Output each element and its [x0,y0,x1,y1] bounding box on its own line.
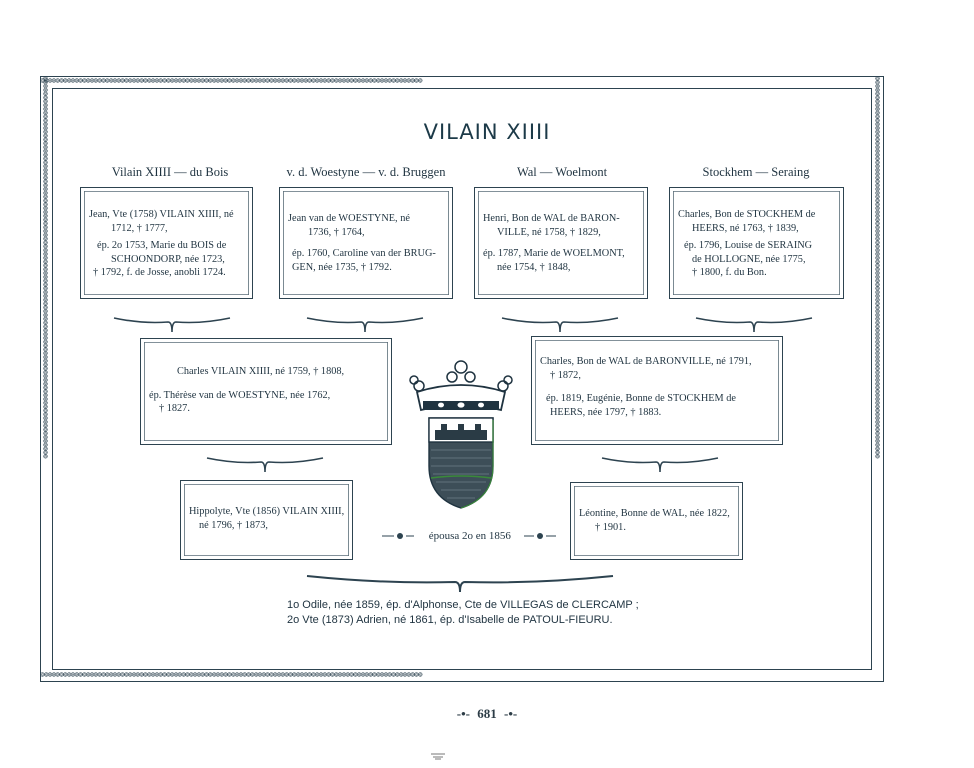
genealogy-box-wal-woelmont: Henri, Bon de WAL de BARON- VILLE, né 17… [474,187,648,299]
box-line: ép. 2o 1753, Marie du BOIS de [97,240,227,252]
box-line: ép. 1760, Caroline van der BRUG- [292,248,436,260]
box-line: † 1827. [159,403,190,415]
box-line: GEN, née 1735, † 1792. [292,261,392,273]
box-line: Henri, Bon de WAL de BARON- [483,213,620,224]
box-line: Jean, Vte (1758) VILAIN XIIII, né [89,209,234,220]
box-line: Charles, Bon de WAL de BARONVILLE, né 17… [540,356,752,367]
ornamental-brace-icon [601,457,719,473]
genealogy-box-woestyne-bruggen: Jean van de WOESTYNE, né 1736, † 1764, é… [279,187,453,299]
page-number-line: -•- 681 -•- [0,706,974,722]
box-line: ép. 1787, Marie de WOELMONT, [483,248,625,260]
box-line: 1736, † 1764, [308,226,365,238]
box-line: HEERS, né 1763, † 1839, [692,222,799,234]
box-line: SCHOONDORP, née 1723, [111,253,225,265]
ornament: -•- [456,706,470,721]
ornamental-brace-icon [306,317,424,333]
coronet-icon [409,360,513,412]
inner-frame [52,88,872,670]
genealogy-box-charles-vilain: Charles VILAIN XIIII, né 1759, † 1808, é… [140,338,392,445]
ornamental-dot-icon [382,533,414,540]
child-entry: 1o Odile, née 1859, ép. d'Alphonse, Cte … [287,599,639,611]
box-line: Jean van de WOESTYNE, né [288,213,410,224]
genealogy-box-leontine: Léontine, Bonne de WAL, née 1822, † 1901… [570,482,743,560]
children-list: 1o Odile, née 1859, ép. d'Alphonse, Cte … [287,598,639,628]
box-line: de HOLLOGNE, née 1775, [692,253,806,265]
border-band-top: ⊚⊚⊚⊚⊚⊚⊚⊚⊚⊚⊚⊚⊚⊚⊚⊚⊚⊚⊚⊚⊚⊚⊚⊚⊚⊚⊚⊚⊚⊚⊚⊚⊚⊚⊚⊚⊚⊚⊚⊚… [40,76,423,85]
box-line: ép. 1819, Eugénie, Bonne de STOCKHEM de [546,393,736,405]
box-line: Hippolyte, Vte (1856) VILAIN XIIII, [189,506,345,517]
ornamental-dot-icon [523,533,556,540]
box-line: † 1792, f. de Josse, anobli 1724. [93,267,226,279]
column-heading: Wal — Woelmont [516,165,608,179]
child-entry: 2o Vte (1873) Adrien, né 1861, ép. d'Isa… [287,614,613,626]
coat-of-arms-icon [409,360,513,509]
column-heading: v. d. Woestyne — v. d. Bruggen [286,165,446,179]
box-line: Léontine, Bonne de WAL, née 1822, [579,508,730,519]
box-line: ép. 1796, Louise de SERAING [684,240,813,252]
box-line: né 1796, † 1873, [199,519,268,531]
box-line: † 1800, f. du Bon. [692,267,767,279]
page-number: 681 [477,706,497,721]
genealogy-box-vilain-du-bois: Jean, Vte (1758) VILAIN XIIII, né 1712, … [80,187,253,299]
box-line: Charles, Bon de STOCKHEM de [678,209,816,220]
ornamental-brace-icon [206,457,324,473]
genealogy-box-hippolyte: Hippolyte, Vte (1856) VILAIN XIIII, né 1… [180,480,353,560]
ornamental-outer-frame [40,76,884,682]
box-line: VILLE, né 1758, † 1829, [497,226,601,238]
ornamental-brace-icon [306,575,614,593]
box-line: † 1872, [550,369,581,381]
printer-mark-icon [431,753,445,760]
marriage-connector: épousa 2o en 1856 [380,530,560,542]
column-heading: Stockhem — Seraing [702,165,810,179]
box-line: Charles VILAIN XIIII, né 1759, † 1808, [177,366,345,377]
column-heading: Vilain XIIII — du Bois [111,165,229,179]
box-line: HEERS, née 1797, † 1883. [550,406,662,418]
ornamental-brace-icon [501,317,619,333]
coat-of-arms-shield-icon [428,417,494,509]
border-band-right: ⊚⊚⊚⊚⊚⊚⊚⊚⊚⊚⊚⊚⊚⊚⊚⊚⊚⊚⊚⊚⊚⊚⊚⊚⊚⊚⊚⊚⊚⊚⊚⊚⊚⊚⊚⊚⊚⊚⊚⊚… [873,76,882,458]
border-band-left: ⊚⊚⊚⊚⊚⊚⊚⊚⊚⊚⊚⊚⊚⊚⊚⊚⊚⊚⊚⊚⊚⊚⊚⊚⊚⊚⊚⊚⊚⊚⊚⊚⊚⊚⊚⊚⊚⊚⊚⊚… [41,76,50,458]
box-line: 1712, † 1777, [111,222,168,234]
marriage-text: épousa 2o en 1856 [428,530,511,542]
ornamental-brace-icon [695,317,813,333]
genealogy-box-charles-de-wal: Charles, Bon de WAL de BARONVILLE, né 17… [531,336,783,445]
page-title: VILAIN XIIII [423,120,551,144]
genealogy-box-stockhem-seraing: Charles, Bon de STOCKHEM de HEERS, né 17… [669,187,844,299]
border-band-bottom: ⊚⊚⊚⊚⊚⊚⊚⊚⊚⊚⊚⊚⊚⊚⊚⊚⊚⊚⊚⊚⊚⊚⊚⊚⊚⊚⊚⊚⊚⊚⊚⊚⊚⊚⊚⊚⊚⊚⊚⊚… [40,670,423,679]
box-line: † 1901. [595,521,626,533]
ornamental-brace-icon [113,317,231,333]
ornament: -•- [504,706,518,721]
box-line: née 1754, † 1848, [497,261,571,273]
box-line: ép. Thérèse van de WOESTYNE, née 1762, [149,389,331,401]
